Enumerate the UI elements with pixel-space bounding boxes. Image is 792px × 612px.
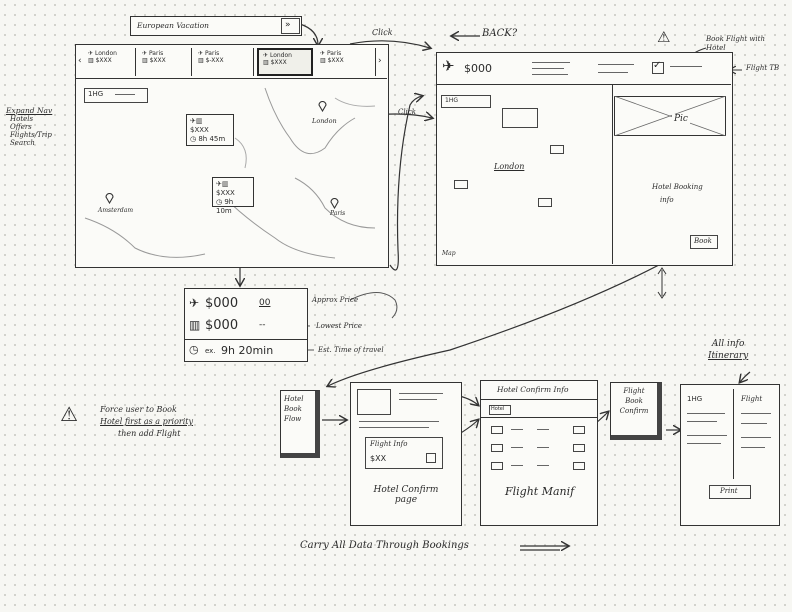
europe-map-drawing xyxy=(84,87,376,259)
warning-icon: ⚠ xyxy=(60,402,78,426)
pic-label: Pic xyxy=(672,114,690,124)
detail-map-label: Map xyxy=(442,250,456,257)
hotel-confirm-page: Flight Info $XX Hotel Confirm page xyxy=(350,382,462,526)
price-summary-card[interactable]: ✈ $000 00 ▥ $000 -- ◷ ex. 9h 20min xyxy=(184,288,308,362)
tab-paris-3[interactable]: ✈ Paris ▥ $XXX xyxy=(316,48,376,76)
pin-label-amsterdam: Amsterdam xyxy=(98,207,134,214)
flight-icon: ✈ xyxy=(216,180,222,188)
pin-icon[interactable] xyxy=(105,193,114,204)
detail-price: $000 xyxy=(464,62,492,75)
tab-plane-icon: ✈ xyxy=(88,50,94,57)
click-annotation-2: Click xyxy=(398,108,416,116)
pin-icon[interactable] xyxy=(318,101,327,112)
pin-label-paris: Paris xyxy=(330,210,346,217)
click-annotation: Click xyxy=(372,28,393,37)
flight-manifest-page: Hotel Confirm Info Hotel Flight Manif xyxy=(480,380,598,526)
print-button[interactable]: Print xyxy=(709,485,751,499)
back-annotation: BACK? xyxy=(482,28,518,39)
flight-icon: ✈ xyxy=(190,117,196,125)
detail-top-bar xyxy=(436,52,731,85)
tab-hotel-icon: ▥ xyxy=(142,57,148,64)
tab-london-selected[interactable]: ✈ London ▥ $XXX xyxy=(257,48,313,76)
check-icon: ✓ xyxy=(653,60,662,71)
tab-paris-1[interactable]: ✈ Paris ▥ $XXX xyxy=(138,48,192,76)
hotel-marker[interactable] xyxy=(454,180,468,189)
clock-icon: ◷ xyxy=(190,135,197,143)
flight-book-confirm-card: Flight Book Confirm xyxy=(610,382,662,440)
tab-hotel-icon: ▥ xyxy=(198,57,204,64)
tab-plane-icon: ✈ xyxy=(320,50,326,57)
map-panel xyxy=(75,44,389,268)
pin-label-london: London xyxy=(312,117,337,125)
all-info-note: All info Itinerary xyxy=(708,339,749,361)
photo-placeholder xyxy=(614,96,726,136)
hotel-price-note: Lowest Price xyxy=(316,322,362,330)
hotel-booking-info-2: info xyxy=(660,196,674,204)
hotel-icon: ▥ xyxy=(189,318,201,332)
carry-data-note: Carry All Data Through Bookings xyxy=(300,540,469,551)
hotel-marker[interactable] xyxy=(538,198,552,207)
flight-info-box[interactable]: Flight Info $XX xyxy=(365,437,443,469)
tab-plane-icon: ✈ xyxy=(198,50,204,57)
nav-item-flights: Flights/Trip xyxy=(10,131,52,139)
search-go-button[interactable]: » xyxy=(281,18,300,34)
route-card-paris[interactable]: ✈▥ $XXX ◷ 9h 10m xyxy=(212,177,254,215)
flight-icon: ✈ xyxy=(189,296,200,310)
nav-item-hotels: Hotels xyxy=(10,115,34,123)
pin-icon[interactable] xyxy=(330,198,339,209)
book-flight-note: Book Flight with Hotel xyxy=(706,35,765,52)
hotel-card-marker[interactable] xyxy=(502,108,538,128)
flight-tb-note: Flight TB xyxy=(746,64,780,72)
search-input[interactable]: European Vacation xyxy=(137,21,209,30)
tab-next-arrow[interactable]: › xyxy=(378,56,382,66)
nav-item-offers: Offers xyxy=(10,123,32,131)
tab-hotel-icon: ▥ xyxy=(320,57,326,64)
approx-price-note: Approx Price xyxy=(312,296,359,304)
hotel-book-flow-card: Hotel Book Flow xyxy=(280,390,320,458)
map-hotel-filter[interactable]: 1HG xyxy=(84,88,148,103)
expand-nav-note: Expand Nav Hotels Offers Flights/Trip Se… xyxy=(6,106,76,147)
route-card-london[interactable]: ✈▥ $XXX ◷ 8h 45m xyxy=(186,114,234,146)
hotel-booking-info: Hotel Booking xyxy=(652,183,703,191)
tab-plane-icon: ✈ xyxy=(263,52,269,59)
hotel-confirm-info: Hotel Confirm Info xyxy=(497,385,569,394)
tab-bar xyxy=(75,44,387,79)
detail-hotel-filter[interactable]: 1HG xyxy=(441,95,491,108)
tab-hotel-icon: ▥ xyxy=(88,57,94,64)
tab-hotel-icon: ▥ xyxy=(263,59,269,66)
detail-panel xyxy=(436,52,733,266)
tab-plane-icon: ✈ xyxy=(142,50,148,57)
flight-icon: ✈ xyxy=(442,57,455,75)
nav-item-search: Search xyxy=(10,139,35,147)
detail-city-label: London xyxy=(494,162,525,171)
clock-icon: ◷ xyxy=(189,343,199,356)
book-flight-checkbox[interactable] xyxy=(652,62,664,74)
hotel-marker[interactable] xyxy=(550,145,564,154)
tab-paris-2[interactable]: ✈ Paris ▥ $-XXX xyxy=(194,48,254,76)
search-go-icon: » xyxy=(285,20,291,30)
flight-manifest-label: Flight Manif xyxy=(505,485,575,498)
itinerary-page: 1HG Flight Print xyxy=(680,384,780,526)
book-button[interactable]: Book xyxy=(690,235,718,249)
clock-icon: ◷ xyxy=(216,198,223,206)
add-flight-checkbox[interactable] xyxy=(426,453,436,463)
search-bar[interactable]: European Vacation » xyxy=(130,16,302,36)
est-time-note: Est. Time of travel xyxy=(318,346,384,354)
warning-icon: ⚠ xyxy=(657,28,671,46)
detail-sidebar xyxy=(612,84,732,264)
force-user-note: Force user to Book Hotel first as a prio… xyxy=(100,405,194,438)
tab-prev-arrow[interactable]: ‹ xyxy=(78,56,82,66)
tab-london-1[interactable]: ✈ London ▥ $XXX xyxy=(84,48,136,76)
